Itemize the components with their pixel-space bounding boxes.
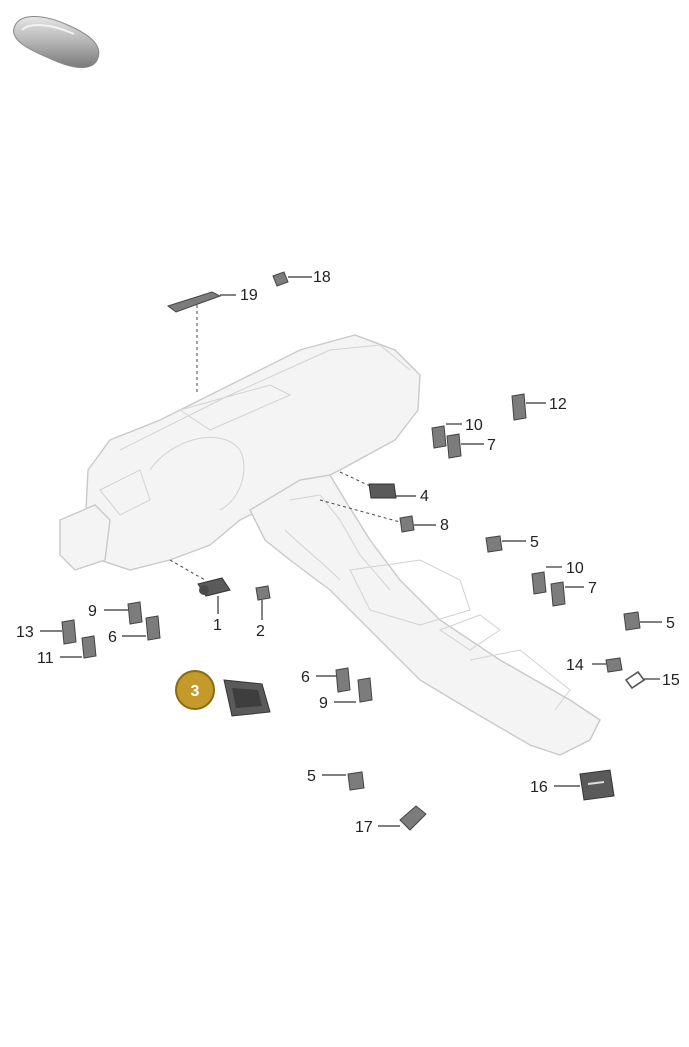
callout-6-left[interactable]: 6 — [108, 629, 117, 646]
part-16-usb-port[interactable] — [579, 769, 615, 801]
callout-19[interactable]: 19 — [240, 287, 258, 304]
part-5-switch-right-lower[interactable] — [623, 611, 641, 631]
part-17-connector[interactable] — [399, 805, 427, 831]
part-9-switch-center[interactable] — [357, 677, 373, 703]
part-19-trim-strip[interactable] — [166, 291, 222, 313]
part-3-window-switch-panel[interactable] — [223, 679, 271, 717]
callout-labels: 18 19 12 10 7 4 8 5 10 7 5 1 2 9 6 13 11… — [16, 269, 680, 836]
part-8-switch[interactable] — [399, 515, 415, 533]
callout-17[interactable]: 17 — [355, 819, 373, 836]
part-5-switch-bottom[interactable] — [347, 771, 365, 791]
callout-2[interactable]: 2 — [256, 623, 265, 640]
callout-12[interactable]: 12 — [549, 396, 567, 413]
callout-3-highlighted[interactable]: 3 — [175, 670, 215, 710]
part-11-switch[interactable] — [81, 635, 97, 659]
part-14-sensor[interactable] — [605, 657, 623, 673]
assembly-lines — [169, 305, 401, 581]
callout-6-center[interactable]: 6 — [301, 669, 310, 686]
callout-10-lower[interactable]: 10 — [566, 560, 584, 577]
callout-5-upper[interactable]: 5 — [530, 534, 539, 551]
callout-3-label: 3 — [191, 683, 200, 700]
part-9-switch-left[interactable] — [127, 601, 143, 625]
part-13-switch[interactable] — [61, 619, 77, 645]
part-12-switch[interactable] — [511, 393, 527, 421]
callout-16[interactable]: 16 — [530, 779, 548, 796]
callout-15[interactable]: 15 — [662, 672, 680, 689]
callout-9-left[interactable]: 9 — [88, 603, 97, 620]
callout-13[interactable]: 13 — [16, 624, 34, 641]
callout-11[interactable]: 11 — [37, 650, 54, 667]
part-10-switch-upper[interactable] — [431, 425, 447, 449]
callout-7-lower[interactable]: 7 — [588, 580, 597, 597]
callout-5-bottom[interactable]: 5 — [307, 768, 316, 785]
part-thumbnail-icon[interactable] — [13, 15, 100, 68]
part-2-connector[interactable] — [255, 585, 271, 601]
callout-8[interactable]: 8 — [440, 517, 449, 534]
part-18-clip[interactable] — [272, 271, 289, 287]
callout-9-center[interactable]: 9 — [319, 695, 328, 712]
callout-14[interactable]: 14 — [566, 657, 584, 674]
part-7-switch-upper[interactable] — [446, 433, 462, 459]
part-4-switch-panel[interactable] — [368, 483, 397, 499]
leader-lines — [40, 276, 662, 827]
part-6-switch-center[interactable] — [335, 667, 351, 693]
part-5-switch-right-upper[interactable] — [485, 535, 503, 553]
callout-10-upper[interactable]: 10 — [465, 417, 483, 434]
part-10-switch-lower[interactable] — [531, 571, 547, 595]
part-7-switch-lower[interactable] — [550, 581, 566, 607]
part-6-switch-left[interactable] — [145, 615, 161, 641]
callout-4[interactable]: 4 — [420, 488, 429, 505]
part-1-ignition-lock[interactable] — [197, 577, 231, 597]
dashboard-assembly-outline — [59, 334, 601, 756]
callout-7-upper[interactable]: 7 — [487, 437, 496, 454]
part-15-gasket[interactable] — [624, 670, 646, 690]
callout-1[interactable]: 1 — [213, 617, 222, 634]
callout-5-right[interactable]: 5 — [666, 615, 675, 632]
callout-18[interactable]: 18 — [313, 269, 331, 286]
